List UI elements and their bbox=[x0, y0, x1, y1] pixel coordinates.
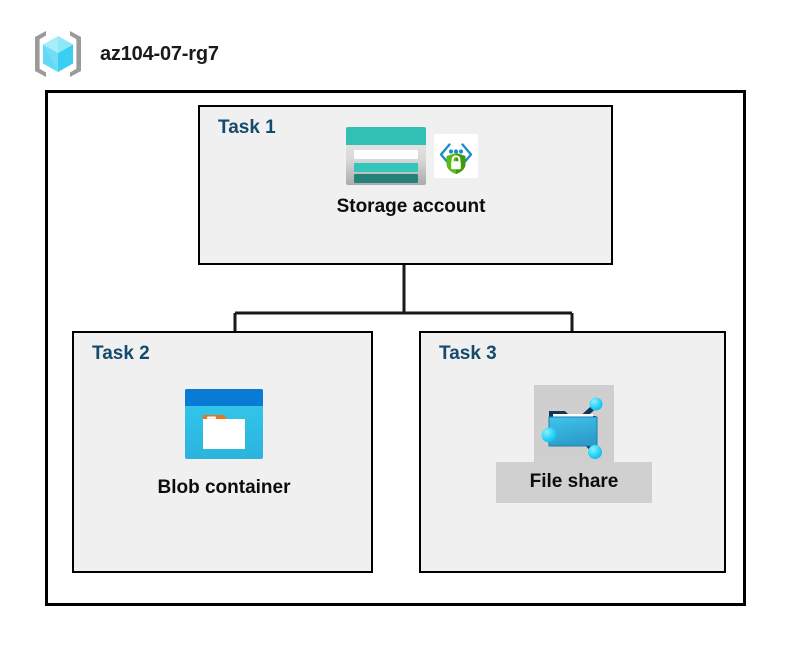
node-file-share: File share bbox=[477, 385, 671, 503]
storage-account-caption: Storage account bbox=[336, 196, 486, 217]
blob-container-icon bbox=[185, 389, 263, 459]
task-2-box: Task 2 Blob container bbox=[72, 331, 373, 573]
file-share-icon-backdrop bbox=[534, 385, 614, 467]
file-share-caption: File share bbox=[495, 462, 653, 503]
storage-account-icon bbox=[346, 127, 426, 185]
secure-endpoint-shield-icon bbox=[434, 134, 478, 178]
blob-container-caption: Blob container bbox=[157, 477, 291, 498]
resource-group-icon bbox=[35, 31, 81, 77]
storage-account-icon-row bbox=[344, 122, 478, 190]
file-share-icon bbox=[541, 397, 603, 459]
task-1-box: Task 1 bbox=[198, 105, 613, 265]
node-blob-container: Blob container bbox=[108, 388, 340, 497]
resource-group-name: az104-07-rg7 bbox=[100, 42, 219, 65]
task-2-label: Task 2 bbox=[92, 343, 150, 364]
task-1-label: Task 1 bbox=[218, 117, 276, 138]
resource-group-header: az104-07-rg7 bbox=[30, 28, 350, 80]
task-3-label: Task 3 bbox=[439, 343, 497, 364]
task-3-box: Task 3 bbox=[419, 331, 726, 573]
node-storage-account: Storage account bbox=[296, 122, 526, 216]
